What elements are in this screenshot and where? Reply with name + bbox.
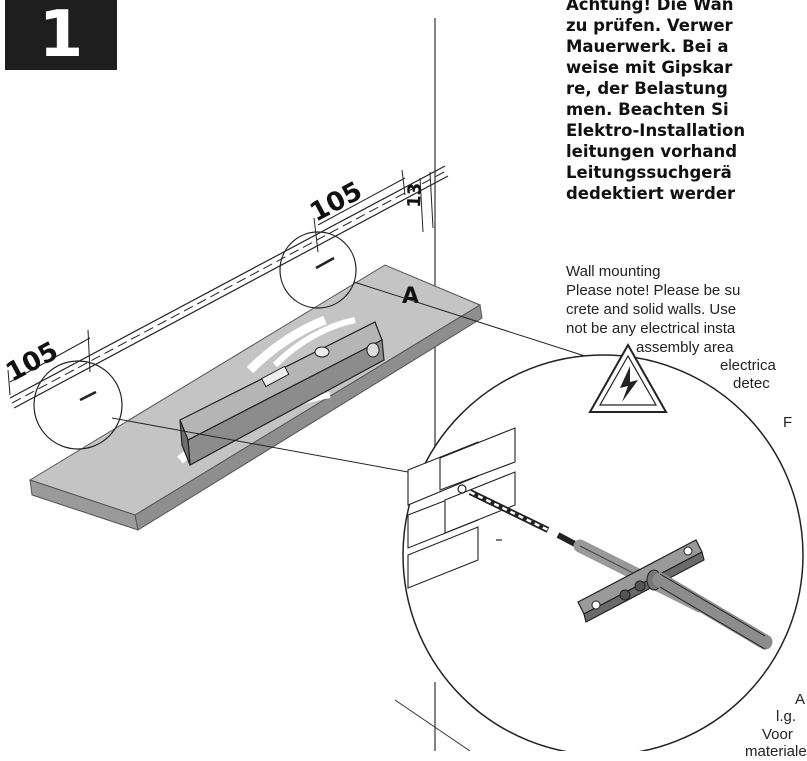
detail-circle-right [279,231,357,309]
english-line: not be any electrical insta [566,320,736,337]
electrical-warning-icon [588,342,668,413]
german-line: Achtung! Die Wan [566,0,734,14]
dimension-right-label: 105 [305,176,367,228]
dimension-height: 13 [404,171,434,233]
german-line: leitungen vorhand [566,142,738,161]
german-instructions: Achtung! Die Wan zu prüfen. Verwer Mauer… [566,0,807,204]
german-line: Leitungssuchgerä [566,163,732,182]
german-line: Mauerwerk. Bei a [566,37,729,56]
brick-wall [407,427,516,589]
german-line: weise mit Gipskar [566,58,733,77]
drill-mark-left [79,390,97,402]
text-fragment: materiale [745,743,807,760]
text-fragment: Voor [762,726,793,743]
drill-hole [457,484,467,494]
german-line: men. Beachten Si [566,100,729,119]
english-line: Please note! Please be su [566,282,741,299]
detail-circle-left [33,360,123,450]
text-fragment: A [795,691,806,708]
leader-line-upper [353,281,589,358]
text-fragment: F [783,414,793,431]
german-line: dedektiert werder [566,184,736,203]
english-line: electrica [720,357,776,374]
german-line: zu prüfen. Verwer [566,16,733,35]
dimension-right: 105 [305,169,406,253]
magnified-detail [402,354,804,751]
wall-rail [9,165,449,409]
text-fragment: l.g. [776,708,797,725]
mounting-bracket [577,539,773,650]
shelf-label: A [402,284,419,309]
english-instructions: Wall mounting Please note! Please be su … [566,262,740,338]
leader-line-lower [111,417,409,473]
german-line: re, der Belastung [566,79,728,98]
english-line: detec [733,375,770,392]
english-line: assembly area [636,339,734,356]
floor-line [394,699,471,751]
step-number-badge: 1 [5,0,117,70]
german-line: Elektro-Installation [566,121,746,140]
dimension-height-label: 13 [404,182,426,208]
english-line: crete and solid walls. Use [566,301,737,318]
english-title: Wall mounting [566,263,661,280]
drill-mark-right [315,256,335,270]
spirit-level [179,321,385,466]
